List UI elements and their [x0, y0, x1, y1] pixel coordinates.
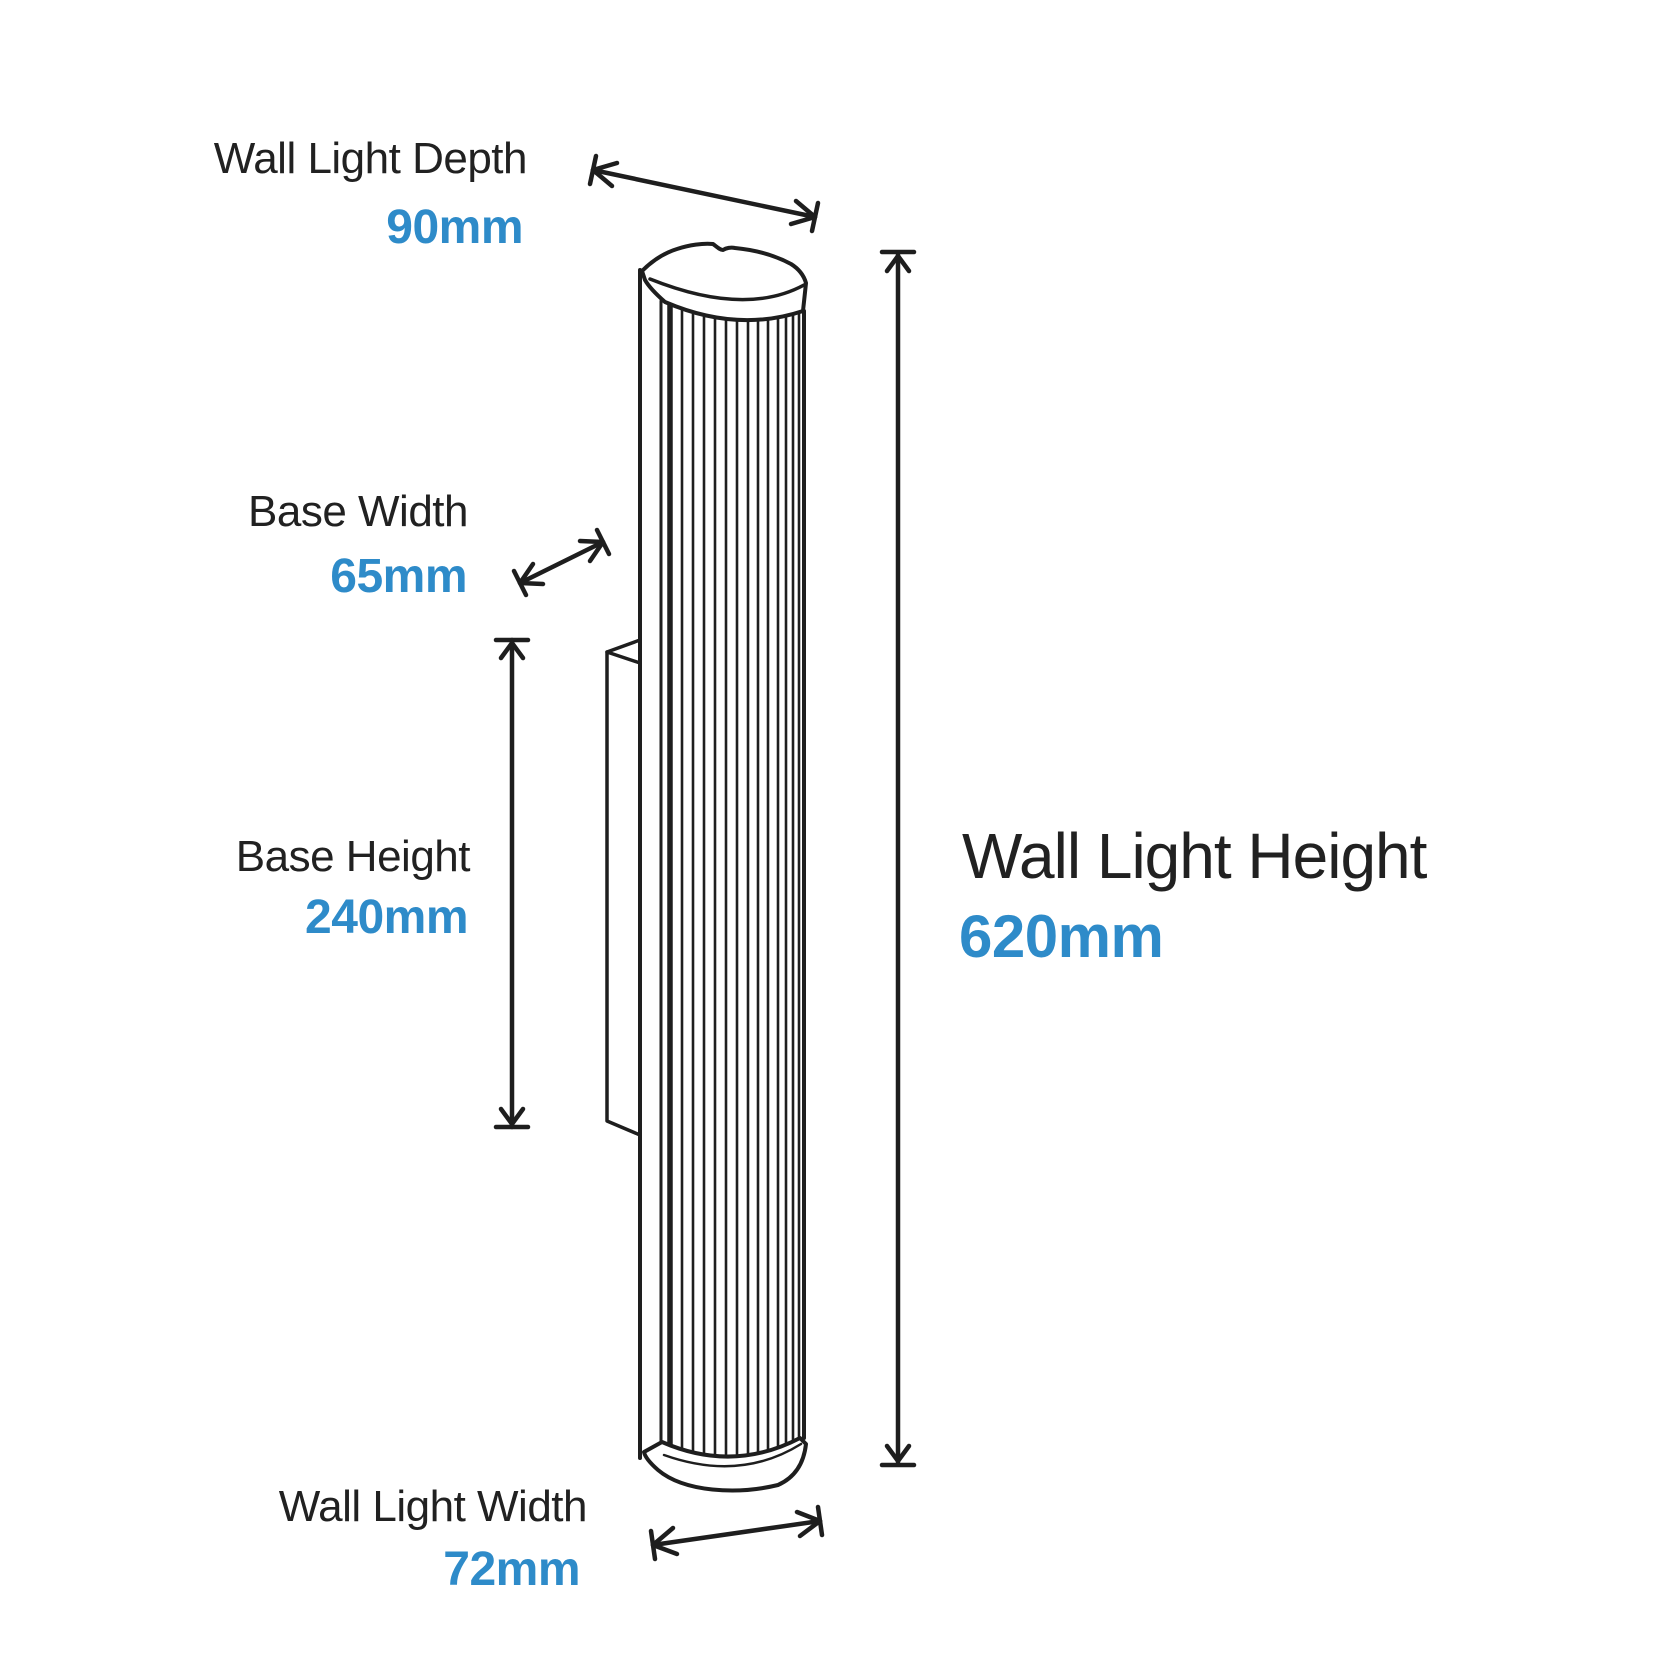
back-plate [605, 638, 642, 1137]
top-cap [640, 241, 808, 323]
base-height-label: Base Height [235, 832, 471, 881]
height-dimension-line [879, 249, 917, 1468]
base-width-dimension-arrow [511, 527, 612, 598]
bottom-cap [642, 1436, 808, 1493]
width-label: Wall Light Width [278, 1482, 588, 1531]
base-height-value: 240mm [305, 891, 468, 944]
depth-dimension-arrow [587, 153, 821, 234]
depth-label: Wall Light Depth [213, 134, 528, 183]
base-height-dimension-line [493, 637, 531, 1130]
width-dimension-arrow [648, 1504, 825, 1562]
base-width-value: 65mm [330, 550, 467, 603]
height-label: Wall Light Height [962, 820, 1427, 892]
flute-lines [667, 297, 801, 1471]
base-width-label: Base Width [248, 487, 468, 536]
top-cap-rim-line [648, 277, 806, 302]
depth-value: 90mm [386, 201, 523, 254]
bottom-cap-rim-line [662, 1442, 803, 1468]
lamp-body [640, 270, 804, 1456]
width-value: 72mm [443, 1543, 580, 1596]
height-value: 620mm [959, 903, 1164, 970]
